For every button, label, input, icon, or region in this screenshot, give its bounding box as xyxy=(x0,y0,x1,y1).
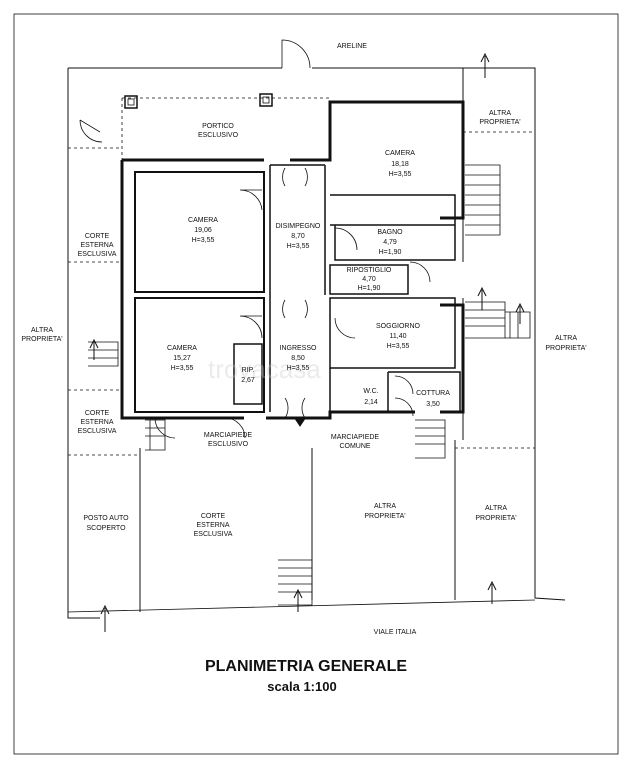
corte-mid-label-2: ESTERNA xyxy=(80,419,113,426)
marciapiede-com-label: MARCIAPIEDE xyxy=(331,434,380,441)
rip-label: RIP. xyxy=(242,367,255,374)
disimpegno-height: H=3,55 xyxy=(287,243,310,250)
disimpegno-label: DISIMPEGNO xyxy=(276,223,321,230)
camera-l-area: 19,06 xyxy=(194,227,212,234)
marciapiede-esc-label-2: ESCLUSIVO xyxy=(208,441,249,448)
posto-auto-label: POSTO AUTO xyxy=(83,515,129,522)
plan-scale: scala 1:100 xyxy=(267,679,336,694)
portico-label-2: ESCLUSIVO xyxy=(198,132,239,139)
bagno-area: 4,79 xyxy=(383,239,397,246)
camera-l-label: CAMERA xyxy=(188,217,218,224)
street-bottom: VIALE ITALIA xyxy=(374,629,417,636)
rip-area: 2,67 xyxy=(241,377,255,384)
ingresso-label: INGRESSO xyxy=(280,345,318,352)
corte-bottom-label-3: ESCLUSIVA xyxy=(194,531,233,538)
corte-top-label: CORTE xyxy=(85,233,110,240)
access-arrow xyxy=(100,604,110,632)
staircase xyxy=(465,164,501,236)
altra-mid-label: ALTRA xyxy=(374,503,396,510)
ripostiglio-area: 4,70 xyxy=(362,276,376,283)
lot-boundary xyxy=(68,67,566,601)
soggiorno-height: H=3,55 xyxy=(387,343,410,350)
altra-mid-label-2: PROPRIETA' xyxy=(364,513,405,520)
watermark: trovacasa xyxy=(208,354,321,384)
ingresso-area: 8,50 xyxy=(291,355,305,362)
bagno-height: H=1,90 xyxy=(379,249,402,256)
corte-top-label-3: ESCLUSIVA xyxy=(78,251,117,258)
camera-bl-label: CAMERA xyxy=(167,345,197,352)
corte-mid-label: CORTE xyxy=(85,410,110,417)
altra-br-label-2: PROPRIETA' xyxy=(475,515,516,522)
ingresso-height: H=3,55 xyxy=(287,365,310,372)
portico-label: PORTICO xyxy=(202,123,234,130)
camera-tr-height: H=3,55 xyxy=(389,171,412,178)
disimpegno-area: 8,70 xyxy=(291,233,305,240)
wc-label: W.C. xyxy=(363,388,378,395)
marciapiede-esc-label: MARCIAPIEDE xyxy=(204,432,253,439)
bagno-label: BAGNO xyxy=(377,229,403,236)
altra-tr-label-2: PROPRIETA' xyxy=(479,119,520,126)
ripostiglio-label: RIPOSTIGLIO xyxy=(347,267,392,274)
altra-tr-label: ALTRA xyxy=(489,110,511,117)
cottura-area: 3,50 xyxy=(426,401,440,408)
camera-l-height: H=3,55 xyxy=(192,237,215,244)
altra-br-label: ALTRA xyxy=(485,505,507,512)
marciapiede-com-label-2: COMUNE xyxy=(339,443,370,450)
wc-area: 2,14 xyxy=(364,399,378,406)
camera-tr-area: 18,18 xyxy=(391,161,409,168)
sheet-border xyxy=(13,13,619,755)
altra-l-label-2: PROPRIETA' xyxy=(21,336,62,343)
lot-left-boundary xyxy=(67,68,100,619)
posto-auto-label-2: SCOPERTO xyxy=(86,525,126,532)
ripostiglio-height: H=1,90 xyxy=(358,285,381,292)
corte-bottom-label-2: ESTERNA xyxy=(196,522,229,529)
altra-l-label: ALTRA xyxy=(31,327,53,334)
lot-street-line xyxy=(67,599,536,613)
camera-tr-label: CAMERA xyxy=(385,150,415,157)
soggiorno-area: 11,40 xyxy=(390,333,407,340)
altra-r-label: ALTRA xyxy=(555,335,577,342)
corte-top-label-2: ESTERNA xyxy=(80,242,113,249)
soggiorno-label: SOGGIORNO xyxy=(376,323,421,330)
cottura-label: COTTURA xyxy=(416,390,450,397)
altra-r-label-2: PROPRIETA' xyxy=(545,345,586,352)
street-top: ARELINE xyxy=(337,43,367,50)
corte-mid-label-3: ESCLUSIVA xyxy=(78,428,117,435)
camera-bl-height: H=3,55 xyxy=(171,365,194,372)
camera-bl-area: 15,27 xyxy=(173,355,191,362)
plan-title: PLANIMETRIA GENERALE xyxy=(205,658,407,675)
house-wall xyxy=(122,100,465,220)
corte-bottom-label: CORTE xyxy=(201,513,226,520)
